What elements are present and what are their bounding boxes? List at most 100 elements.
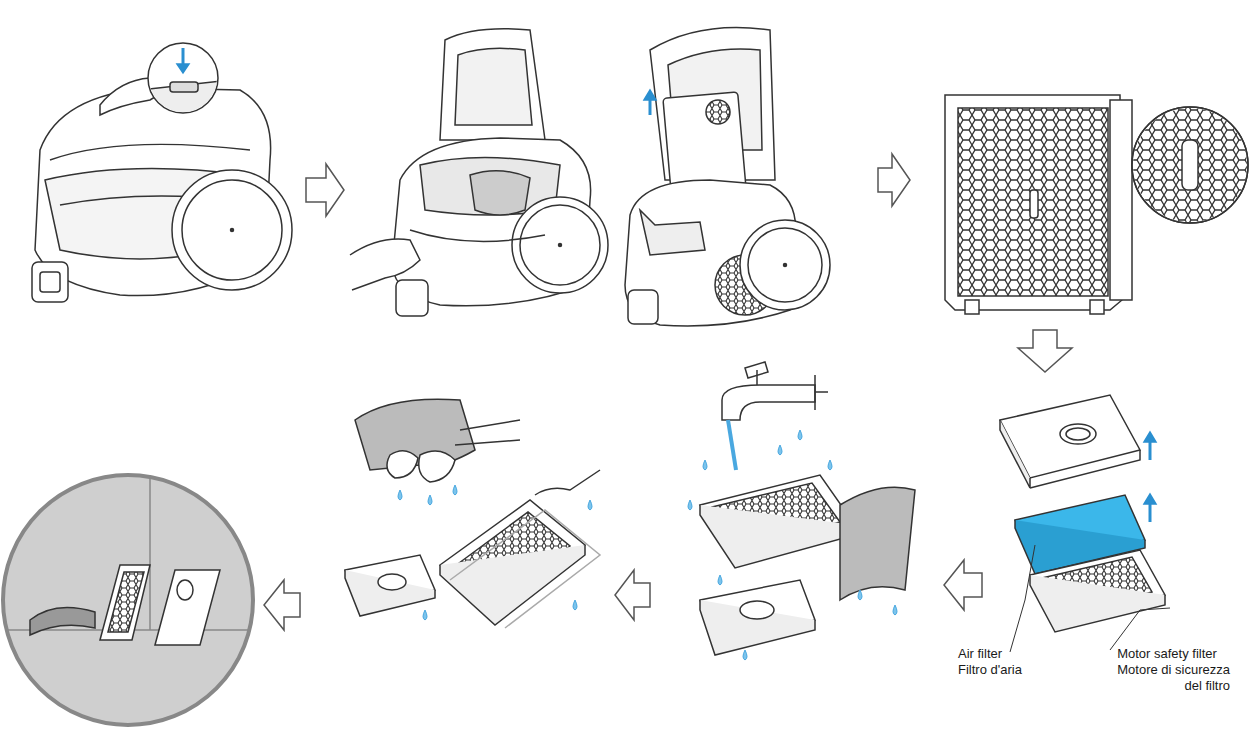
drying-scene-part — [378, 574, 406, 590]
air-dry-scene — [3, 475, 253, 725]
washing-scene-part — [728, 420, 736, 470]
filter-exploded-part — [1144, 494, 1156, 504]
air-dry-scene-part — [177, 580, 193, 600]
washing-scene-part — [700, 600, 815, 655]
part-label: Motor safety filter — [1092, 646, 1242, 662]
vacuum-filter-out-part — [748, 228, 822, 302]
washing-scene-part-part — [828, 460, 832, 470]
step-arrow-part — [1018, 330, 1072, 372]
drying-scene-part — [535, 470, 600, 495]
washing-scene-part — [740, 601, 774, 619]
vacuum-open — [350, 29, 608, 316]
washing-scene-part-part — [688, 500, 692, 510]
filter-exploded-part — [1060, 424, 1096, 444]
drying-scene-part-part — [588, 500, 592, 510]
drying-scene-part — [455, 420, 520, 445]
vacuum-open-part — [455, 48, 532, 125]
step-arrow — [306, 164, 344, 216]
washing-scene-part-part — [703, 460, 707, 470]
step-arrow-part — [306, 164, 344, 216]
step-arrow — [1018, 330, 1072, 372]
filter-frame-part — [1110, 100, 1132, 300]
vacuum-filter-out-part — [740, 220, 830, 310]
step-arrow — [264, 580, 300, 630]
filter-exploded-part — [1066, 428, 1090, 440]
vacuum-open-part — [512, 197, 608, 293]
vacuum-filter-out-part — [784, 264, 787, 267]
vacuum-closed-part — [140, 80, 230, 125]
filter-frame-part — [1030, 190, 1038, 218]
air-dry-scene-part — [100, 565, 150, 640]
step-arrow-part — [264, 580, 300, 630]
vacuum-closed-part — [182, 180, 282, 280]
filter-frame-part — [1090, 300, 1104, 314]
step-arrow-part — [944, 560, 982, 610]
filter-frame-part-part — [1182, 140, 1198, 190]
drying-scene-part — [440, 545, 585, 625]
washing-scene-part-part — [718, 575, 722, 585]
filter-exploded-part — [1030, 450, 1140, 488]
vacuum-closed-part — [177, 64, 189, 73]
filter-exploded-part — [1149, 502, 1152, 522]
filter-exploded-part — [1030, 575, 1165, 632]
filter-exploded-part — [1149, 440, 1152, 460]
vacuum-filter-out-part — [706, 100, 730, 124]
vacuum-closed-part — [40, 272, 60, 292]
filter-frame-part-part — [1130, 105, 1250, 225]
washing-scene-part — [815, 375, 828, 410]
vacuum-filter-out — [625, 28, 830, 327]
vacuum-open-part — [520, 205, 600, 285]
washing-scene-part-part — [798, 430, 802, 440]
step-arrow-part — [615, 570, 650, 620]
air-dry-scene-part — [3, 475, 253, 725]
drying-scene-part — [450, 510, 600, 628]
washing-scene — [688, 362, 915, 660]
drying-scene-part-part — [573, 600, 577, 610]
vacuum-open-part — [440, 29, 545, 140]
part-label: Filtro d'aria — [958, 662, 1058, 678]
filter-exploded — [1000, 395, 1170, 652]
drying-scene-part-part — [428, 495, 432, 505]
washing-scene-part-part — [893, 605, 897, 615]
filter-exploded-part — [1000, 420, 1030, 488]
vacuum-open-part — [410, 230, 545, 241]
washing-scene-part — [688, 430, 897, 660]
washing-scene-part — [756, 370, 758, 385]
air-dry-scene-part — [149, 475, 151, 630]
washing-scene-part-part — [743, 650, 747, 660]
vacuum-closed-part — [32, 262, 68, 302]
vacuum-closed-part-part — [170, 82, 198, 92]
drying-scene-part — [387, 451, 418, 478]
filter-frame-part — [1130, 105, 1250, 225]
washing-scene-part-part — [858, 590, 862, 600]
filter-frame-part — [958, 108, 1108, 296]
drying-scene-part-part — [423, 610, 427, 620]
vacuum-open-part — [396, 280, 428, 316]
drying-scene-part-part — [453, 485, 457, 495]
vacuum-closed-part — [231, 229, 234, 232]
step-arrow — [615, 570, 650, 620]
air-dry-scene-part — [108, 572, 144, 632]
washing-scene-part — [840, 487, 915, 600]
part-label: Air filter — [958, 646, 1048, 662]
step-arrow — [878, 154, 910, 206]
filter-exploded-part — [1010, 545, 1035, 652]
vacuum-open-part — [559, 244, 562, 247]
vacuum-filter-out-part — [628, 290, 658, 324]
washing-scene-part-part — [778, 445, 782, 455]
washing-scene-part — [700, 505, 855, 568]
step-arrow-part — [878, 154, 910, 206]
drying-scene-part — [419, 451, 455, 482]
air-dry-scene-part — [155, 570, 220, 645]
step-arrow — [944, 560, 982, 610]
drying-scene — [345, 399, 600, 628]
filter-frame — [945, 95, 1250, 314]
filter-exploded-part — [1144, 432, 1156, 442]
vacuum-open-part — [470, 171, 530, 215]
vacuum-closed — [32, 43, 292, 302]
vacuum-closed-part — [50, 144, 250, 160]
vacuum-closed-part-part — [140, 80, 230, 125]
vacuum-filter-out-part — [640, 210, 705, 255]
